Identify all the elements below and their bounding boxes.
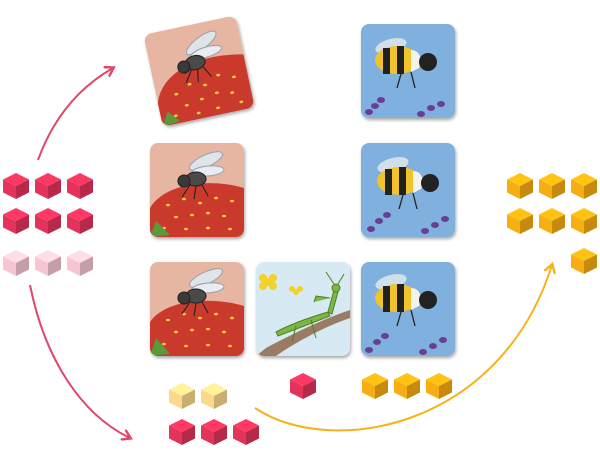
bee-icon (375, 38, 437, 89)
fly-on-strawberry-illustration (150, 262, 244, 356)
red-arrow-down (29, 284, 130, 438)
right-supply-cube[interactable] (570, 172, 598, 200)
fly-icon (177, 151, 225, 200)
bottom-pale-gold-cube[interactable] (168, 382, 196, 410)
lavender-icon (365, 97, 445, 117)
mantis-cube-cube[interactable] (289, 372, 317, 400)
left-supply-cube[interactable] (34, 172, 62, 200)
bottom-pale-gold-cube[interactable] (200, 382, 228, 410)
left-supply-faded-cube[interactable] (34, 249, 62, 277)
lavender-icon (367, 212, 449, 234)
flower-icon (259, 274, 303, 295)
bee-card-bottom[interactable] (361, 262, 455, 356)
fly-icon (177, 268, 225, 317)
left-supply-cube[interactable] (34, 207, 62, 235)
fly-card-tilted[interactable] (143, 15, 255, 127)
right-supply-cube[interactable] (506, 207, 534, 235)
right-supply-cube[interactable] (538, 172, 566, 200)
bee-cubes-cube[interactable] (425, 372, 453, 400)
right-supply-cube[interactable] (570, 207, 598, 235)
bottom-red-row-cube[interactable] (168, 418, 196, 446)
left-supply-cube[interactable] (2, 172, 30, 200)
fly-on-strawberry-illustration (150, 143, 244, 237)
bottom-red-row-cube[interactable] (232, 418, 260, 446)
right-supply-cube[interactable] (570, 247, 598, 275)
lavender-icon (365, 333, 447, 355)
bumblebee-on-lavender-illustration (361, 262, 455, 356)
left-supply-faded-cube[interactable] (2, 249, 30, 277)
gold-arrow-up (254, 265, 552, 432)
bee-cubes-cube[interactable] (361, 372, 389, 400)
red-arrow-up (37, 68, 113, 161)
bee-icon (375, 274, 437, 327)
bumblebee-on-lavender-illustration (361, 24, 455, 118)
bee-card-middle[interactable] (361, 143, 455, 237)
bee-cubes-cube[interactable] (393, 372, 421, 400)
fly-card-bottom[interactable] (150, 262, 244, 356)
right-supply-cube[interactable] (506, 172, 534, 200)
left-supply-faded-cube[interactable] (66, 249, 94, 277)
fly-icon (177, 30, 223, 84)
right-supply-cube[interactable] (538, 207, 566, 235)
mantis-on-branch-illustration (256, 262, 350, 356)
mantis-card[interactable] (256, 262, 350, 356)
bee-icon (377, 157, 439, 210)
left-supply-cube[interactable] (66, 207, 94, 235)
mantis-icon (275, 271, 345, 343)
left-supply-cube[interactable] (66, 172, 94, 200)
bottom-red-row-cube[interactable] (200, 418, 228, 446)
left-supply-cube[interactable] (2, 207, 30, 235)
fly-card-middle[interactable] (150, 143, 244, 237)
bee-card-top[interactable] (361, 24, 455, 118)
fly-on-strawberry-illustration (143, 15, 255, 127)
bumblebee-on-lavender-illustration (361, 143, 455, 237)
